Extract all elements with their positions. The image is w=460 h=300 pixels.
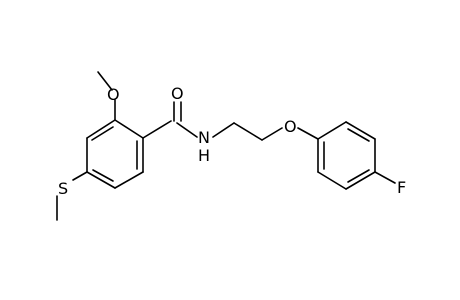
methylthio-group: S [56,171,88,221]
bond [176,122,198,138]
methoxy-oxygen-label: O [107,85,120,104]
amide-hydrogen-label: H [198,146,210,165]
ether-oxygen-label: O [284,117,297,136]
bond [261,127,283,141]
fluorine-substituent: F [374,171,406,197]
bond [345,121,376,140]
amide-nitrogen-label: N [198,128,210,147]
bond [347,128,370,142]
bond [233,122,263,141]
methoxy-group: O [97,71,120,121]
carbonyl-oxygen-label: O [171,84,184,103]
ether-oxygen: O [284,117,319,140]
bond [97,71,113,91]
bond [142,120,172,139]
bond [212,122,235,138]
bond [317,171,347,190]
bond [345,171,376,190]
ethyl-linker [212,122,283,141]
bond [86,119,116,139]
sulfur-label: S [58,179,68,198]
bond [374,171,396,184]
bond [92,169,114,182]
fluorine-label: F [397,178,406,197]
bond [114,119,144,139]
benzamide-ring [86,119,144,189]
bond [347,169,370,183]
bond [317,121,347,140]
amide-group: O N H [142,84,210,165]
bond [72,171,88,181]
bond [297,127,319,140]
fluorophenyl-ring [317,121,376,190]
bond [91,126,114,141]
bond [86,171,116,189]
bond [114,171,144,189]
